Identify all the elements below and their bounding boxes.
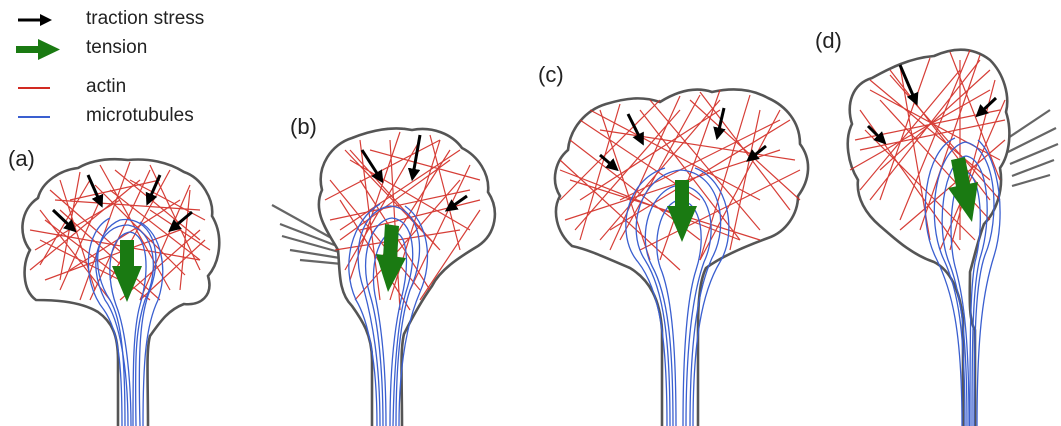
panel-d-filopodia <box>1005 110 1058 186</box>
panel-d-label: (d) <box>815 30 842 52</box>
legend-microtubules-label: microtubules <box>86 106 194 125</box>
panel-d-cell <box>848 50 1058 426</box>
panel-c-cell <box>555 90 808 426</box>
panel-b-cell-outline <box>319 128 495 426</box>
panel-a-cell <box>22 159 219 426</box>
traction-stress-legend-icon <box>18 14 52 26</box>
panel-c-cell-outline <box>555 90 808 426</box>
legend-actin-label: actin <box>86 77 126 96</box>
legend-traction-stress-label: traction stress <box>86 9 204 28</box>
legend <box>16 14 60 117</box>
panel-a-label: (a) <box>8 148 35 170</box>
panel-c-label: (c) <box>538 64 564 86</box>
legend-tension-label: tension <box>86 38 147 57</box>
tension-legend-icon <box>16 39 60 60</box>
panel-b-label: (b) <box>290 116 317 138</box>
panel-b-cell <box>272 128 495 426</box>
